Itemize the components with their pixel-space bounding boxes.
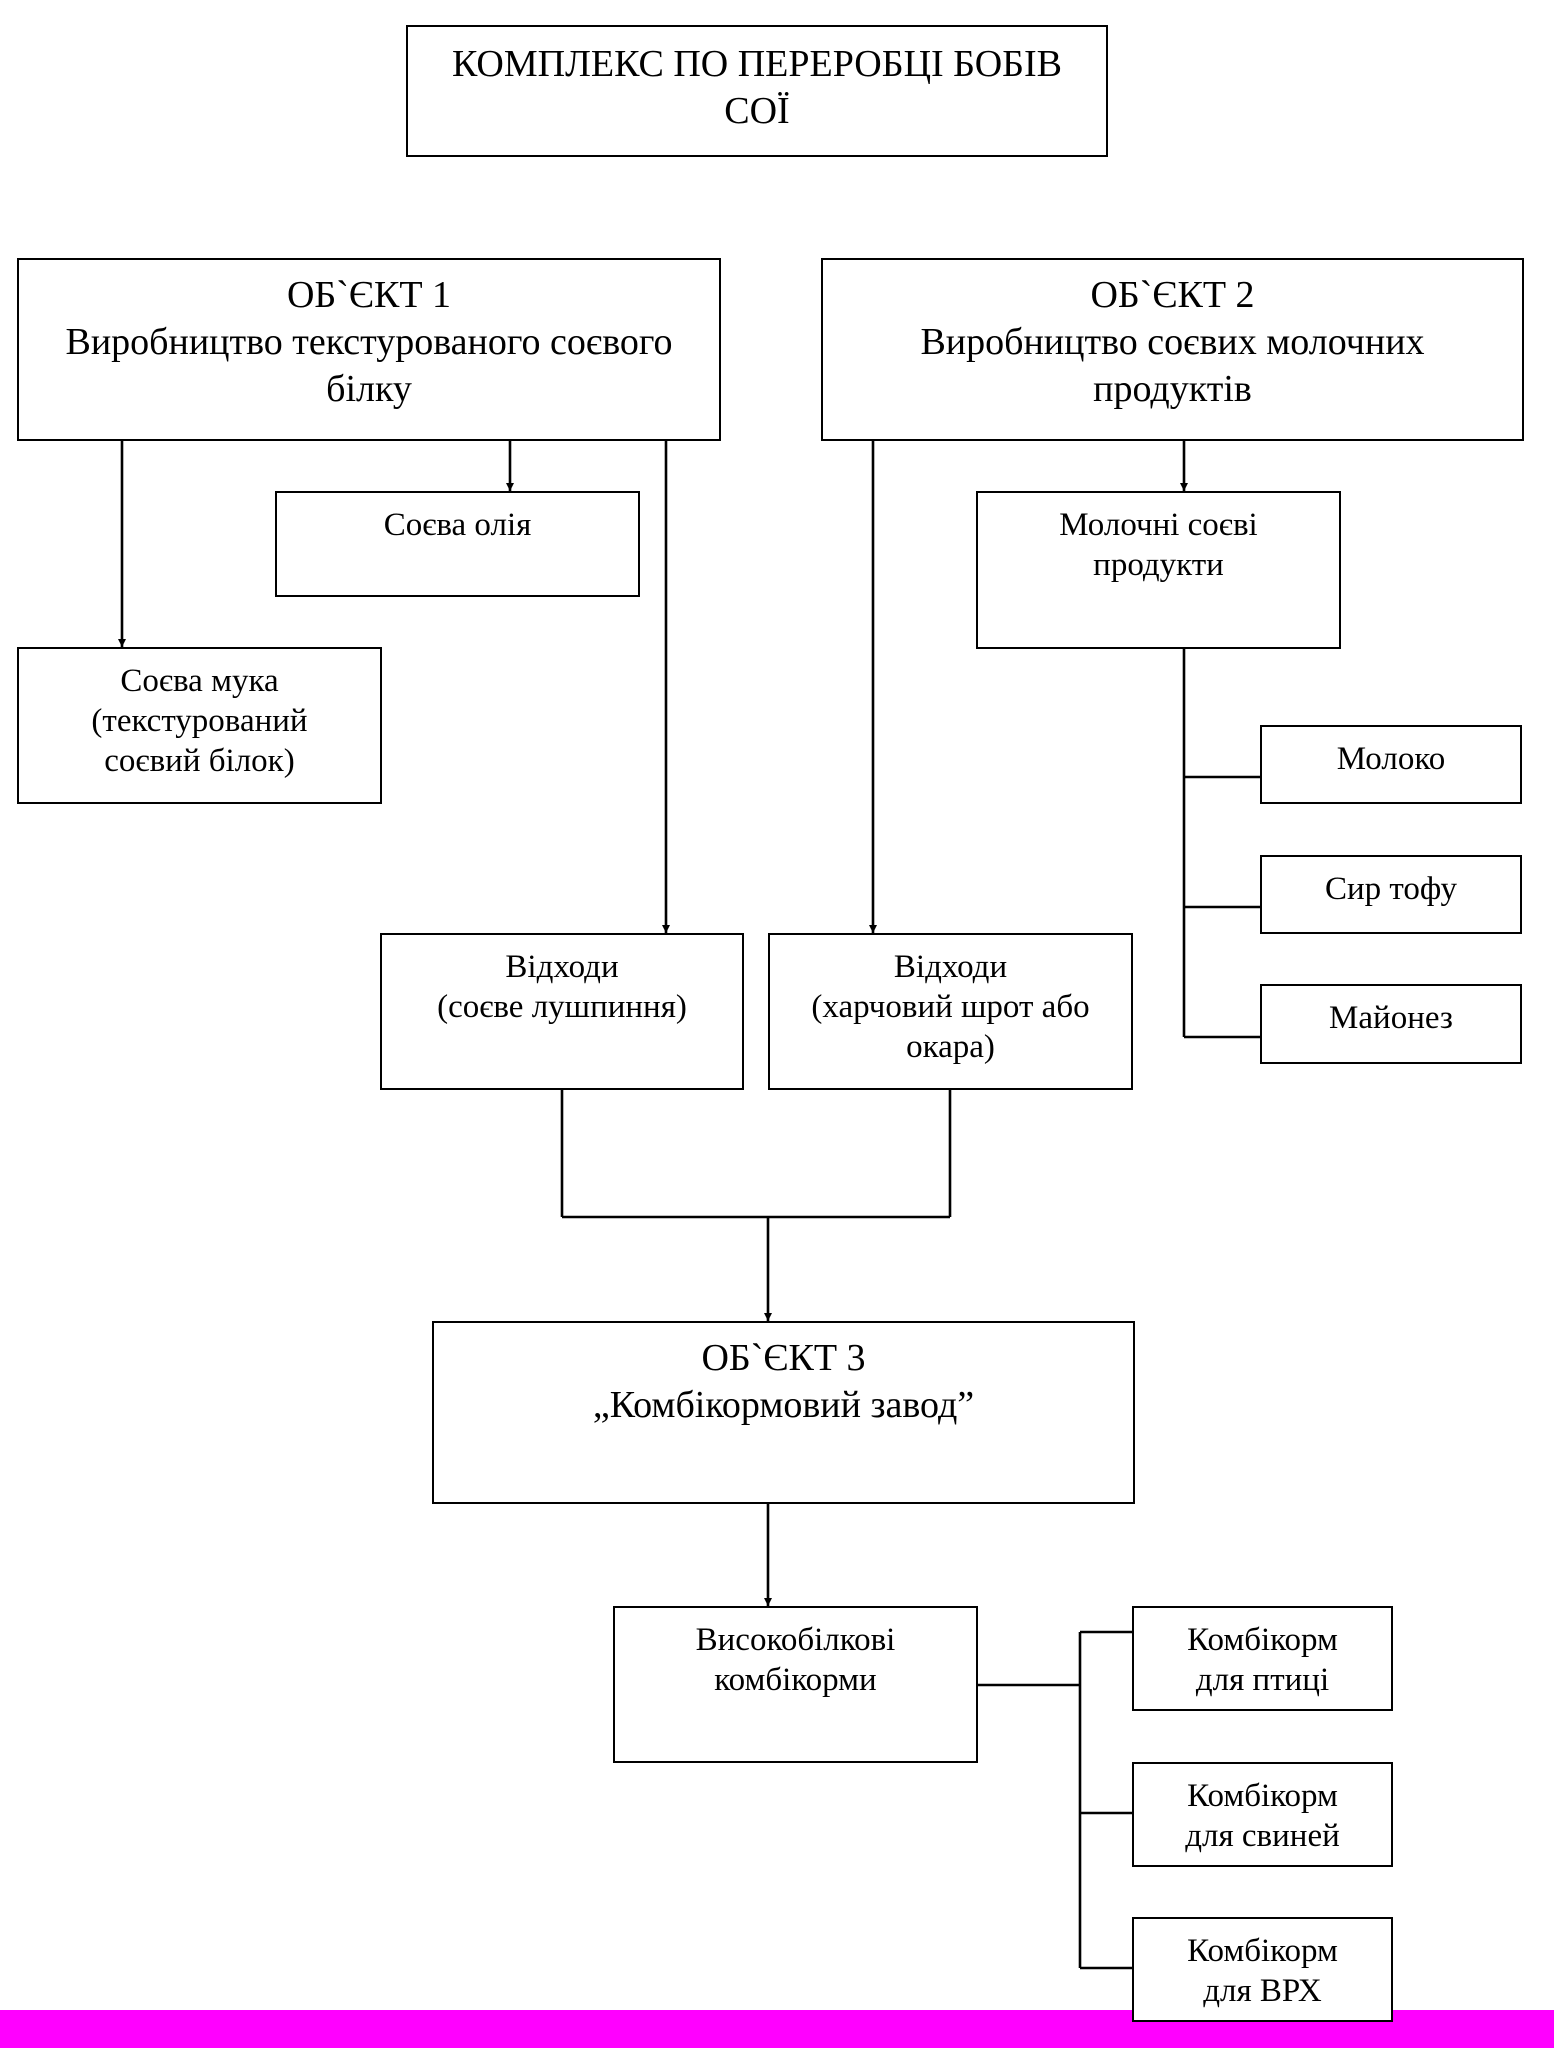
box-text-line: (харчовий шрот або: [811, 989, 1090, 1025]
box-text-line: ОБ`ЄКТ 1: [286, 274, 452, 316]
box-text-line: Молоко: [1336, 741, 1446, 777]
soy-flour-box: Соєва мука (текстурований соєвий білок): [17, 647, 382, 804]
object1-box: ОБ`ЄКТ 1 Виробництво текстурованого соєво…: [17, 258, 721, 441]
box-text-line: білку: [326, 368, 412, 410]
title-box: КОМПЛЕКС ПО ПЕРЕРОБЦІ БОБІВ СОЇ: [406, 25, 1108, 157]
soy-oil-box: Соєва олія: [275, 491, 640, 597]
feed-poultry-box: Комбікорм для птиці: [1132, 1606, 1393, 1711]
box-text-line: Високобілкові: [695, 1622, 896, 1658]
box-text-line: Виробництво текстурованого соєвого: [65, 321, 673, 363]
dairy-products-box: Молочні соєві продукти: [976, 491, 1341, 649]
box-text-line: ОБ`ЄКТ 3: [701, 1337, 866, 1379]
tofu-box: Сир тофу: [1260, 855, 1522, 934]
box-text-line: Комбікорм: [1187, 1778, 1338, 1814]
feed-pigs-box: Комбікорм для свиней: [1132, 1762, 1393, 1867]
box-text-line: Майонез: [1329, 1000, 1453, 1036]
box-text-line: Комбікорм: [1187, 1933, 1338, 1969]
box-text-line: комбікорми: [714, 1662, 877, 1698]
box-text-line: Комбікорм: [1187, 1622, 1338, 1658]
box-text-line: (соєве лушпиння): [437, 989, 687, 1025]
waste2-box: Відходи (харчовий шрот або окара): [768, 933, 1133, 1090]
box-text-line: Соєва мука: [120, 663, 279, 699]
box-text-line: (текстурований: [91, 703, 308, 739]
box-text-line: „Комбікормовий завод”: [592, 1384, 975, 1426]
box-text-line: для ВРХ: [1203, 1973, 1322, 2009]
box-text-line: Відходи: [893, 949, 1008, 985]
box-text-line: СОЇ: [724, 90, 790, 132]
mayonnaise-box: Майонез: [1260, 984, 1522, 1064]
feed-cattle-box: Комбікорм для ВРХ: [1132, 1917, 1393, 2022]
object3-box: ОБ`ЄКТ 3 „Комбікормовий завод”: [432, 1321, 1135, 1504]
box-text-line: продукти: [1093, 547, 1224, 583]
box-text-line: для свиней: [1185, 1818, 1340, 1854]
box-text-line: Відходи: [505, 949, 619, 985]
box-text-line: Соєва олія: [383, 507, 532, 543]
high-protein-feed-box: Високобілкові комбікорми: [613, 1606, 978, 1763]
box-text-line: Молочні соєві: [1059, 507, 1258, 543]
box-text-line: КОМПЛЕКС ПО ПЕРЕРОБЦІ БОБІВ: [452, 43, 1062, 85]
box-text-line: Виробництво соєвих молочних: [920, 321, 1425, 363]
waste1-box: Відходи (соєве лушпиння): [380, 933, 744, 1090]
box-text-line: продуктів: [1093, 368, 1252, 410]
box-text-line: для птиці: [1195, 1662, 1330, 1698]
milk-box: Молоко: [1260, 725, 1522, 804]
box-text-line: окара): [906, 1029, 995, 1065]
box-text-line: соєвий білок): [104, 743, 295, 779]
box-text-line: Сир тофу: [1325, 871, 1457, 907]
object2-box: ОБ`ЄКТ 2 Виробництво соєвих молочних проду…: [821, 258, 1524, 441]
box-text-line: ОБ`ЄКТ 2: [1090, 274, 1255, 316]
